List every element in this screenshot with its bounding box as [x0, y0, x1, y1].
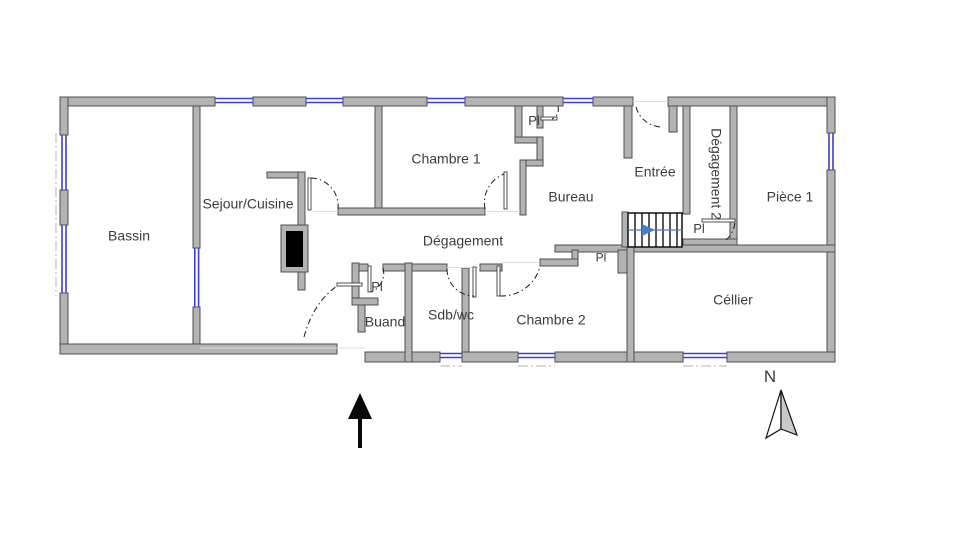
placard-label-chambre1: Pl	[528, 113, 540, 129]
staircase	[627, 212, 683, 248]
room-label-buanderie: Buand	[364, 313, 406, 330]
room-label-bureau: Bureau	[548, 188, 594, 205]
stair-direction-arrow-icon	[642, 224, 655, 236]
room-label-entree: Entrée	[634, 163, 676, 180]
room-label-piece1: Pièce 1	[766, 188, 814, 205]
north-compass-icon	[764, 389, 798, 440]
room-label-chambre2: Chambre 2	[516, 311, 586, 328]
room-label-degagement: Dégagement	[422, 232, 504, 249]
room-label-degagement2: Dégagement 2	[708, 128, 725, 220]
room-label-bassin: Bassin	[107, 227, 151, 244]
fireplace-icon	[280, 224, 309, 273]
compass-north-label: N	[763, 367, 777, 387]
placard-label-buanderie: Pl	[371, 279, 383, 295]
room-label-chambre1: Chambre 1	[411, 150, 481, 167]
placard-label-chambre2: Pl	[595, 250, 607, 265]
entrance-arrow-icon	[348, 393, 372, 448]
doors-layer	[200, 101, 736, 349]
room-label-cellier: Céllier	[713, 291, 753, 308]
placard-label-escalier: Pl	[693, 221, 705, 237]
windows-layer	[55, 97, 834, 367]
room-label-sdb-wc: Sdb/wc	[428, 306, 474, 323]
room-label-sejour-cuisine: Sejour/Cuisine	[202, 195, 294, 212]
